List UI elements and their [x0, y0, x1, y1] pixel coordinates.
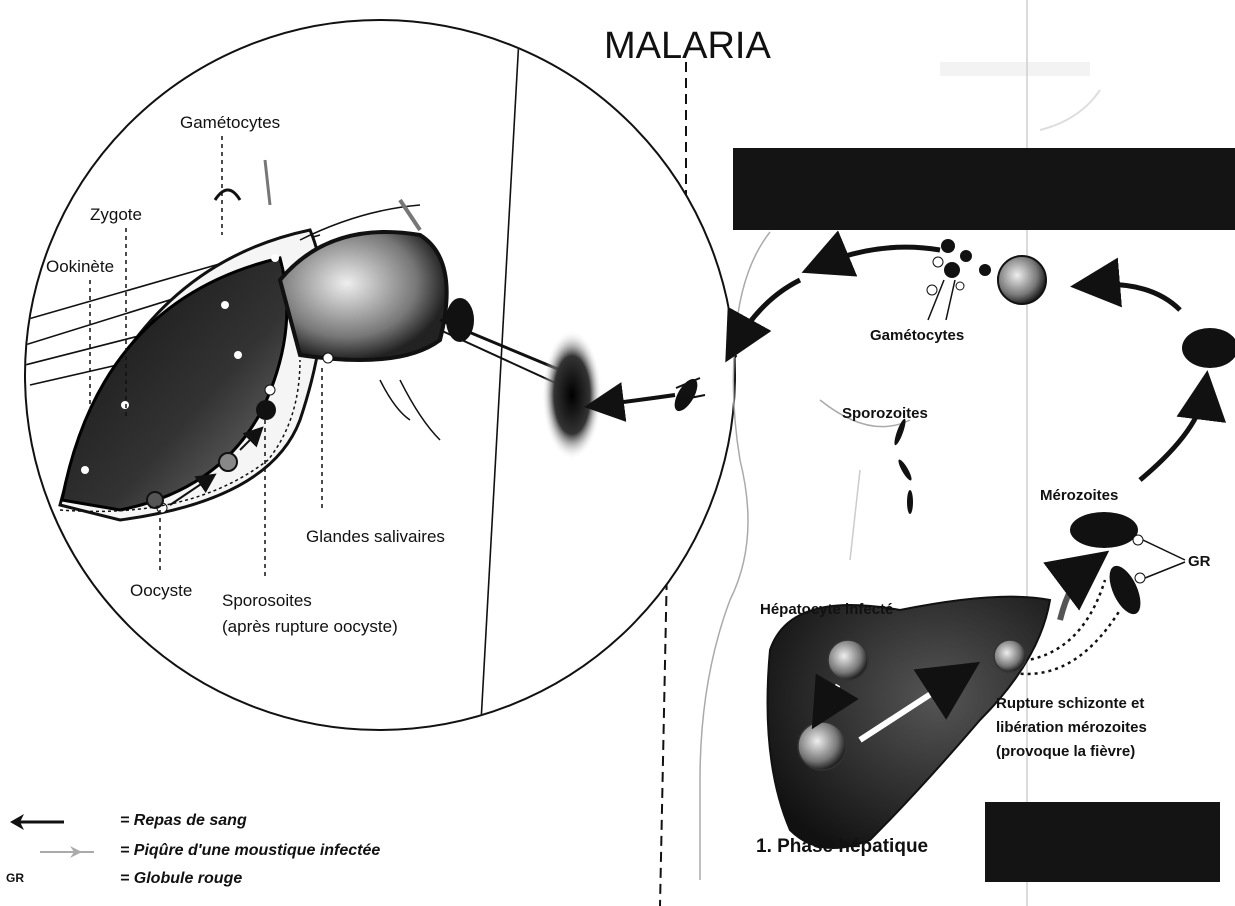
arrow-to-bite [735, 280, 800, 345]
hepatocyte-rupture [994, 640, 1026, 672]
faint-header-right [940, 62, 1090, 76]
label-gametocytes-mosquito: Gamétocytes [180, 113, 280, 132]
label-zygote: Zygote [90, 205, 142, 224]
legend-row-repas: = Repas de sang [0, 810, 420, 834]
label-ookinete: Ookinète [46, 257, 114, 276]
label-oocyste: Oocyste [130, 581, 192, 600]
legend-piqure-arrow-icon [4, 840, 94, 864]
arrow-erythro-top [1090, 284, 1180, 310]
label-phase-hepatique: 1. Phase hépatique [756, 836, 928, 857]
black-header-bar [733, 148, 1235, 230]
label-gr: GR [1188, 553, 1211, 570]
label-hepatocyte-infecte: Hépatocyte infecté [760, 601, 893, 618]
hepatocyte-top [828, 640, 868, 680]
merozoite-cell-2 [1103, 561, 1147, 618]
label-sporosoites-note: (après rupture oocyste) [222, 617, 398, 636]
legend-gr-label: = Globule rouge [120, 870, 242, 888]
arrow-gametocytes-out [820, 247, 940, 265]
legend-repas-label: = Repas de sang [120, 812, 247, 830]
bite-spot [542, 330, 602, 460]
label-rupture-2: libération mérozoites [996, 719, 1147, 736]
label-sporozoites: Sporozoites [842, 405, 928, 422]
label-gametocytes-human: Gamétocytes [870, 327, 964, 344]
legend-row-piqure: = Piqûre d'une moustique infectée [0, 840, 420, 864]
red-blood-cell-right [1182, 328, 1235, 368]
merozoite-cell-1 [1070, 512, 1138, 548]
label-rupture-1: Rupture schizonte et [996, 695, 1144, 712]
label-sporosoites: Sporosoites [222, 591, 312, 610]
arrow-erythro-side [1140, 390, 1205, 480]
red-blood-cell-large [998, 256, 1046, 304]
legend: = Repas de sang = Piqûre d'une moustique… [0, 806, 420, 902]
diagram-title: MALARIA [604, 25, 771, 67]
mosquito-magnifier: Gamétocytes Zygote Ookinète Glandes sali… [25, 20, 736, 740]
label-glandes-salivaires: Glandes salivaires [306, 527, 445, 546]
legend-piqure-label: = Piqûre d'une moustique infectée [120, 842, 380, 860]
black-footer-bar [985, 802, 1220, 882]
faint-curve [1040, 90, 1100, 130]
label-rupture-3: (provoque la fièvre) [996, 743, 1135, 760]
legend-row-gr: GR = Globule rouge [0, 868, 420, 892]
legend-repas-arrow-icon [4, 810, 94, 834]
hepatocyte-bottom [798, 722, 846, 770]
human-cycle: Gamétocytes Sporozoites Mérozoites GR Hé… [700, 148, 1235, 882]
label-merozoites: Mérozoites [1040, 487, 1118, 504]
legend-gr-abbr: GR [6, 871, 24, 885]
